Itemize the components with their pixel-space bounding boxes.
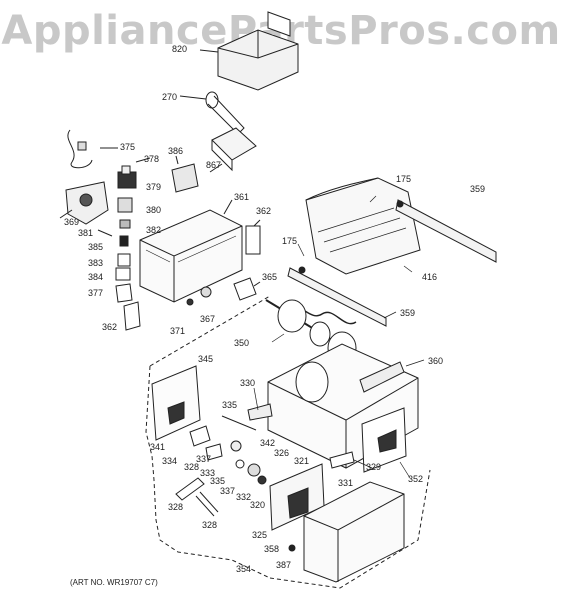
callout-342: 342 (260, 438, 275, 448)
callout-328-bottom: 328 (202, 520, 217, 530)
callout-332: 332 (236, 492, 251, 502)
callout-416: 416 (422, 272, 437, 282)
callout-820: 820 (172, 44, 187, 54)
ice-shelf (305, 177, 421, 275)
callout-345: 345 (198, 354, 213, 364)
callout-380: 380 (146, 205, 161, 215)
callout-377: 377 (88, 288, 103, 298)
callout-320: 320 (250, 500, 265, 510)
callout-321: 321 (294, 456, 309, 466)
callout-328-left: 328 (168, 502, 183, 512)
callout-330: 330 (240, 378, 255, 388)
callout-333: 333 (200, 468, 215, 478)
callout-341: 341 (150, 442, 165, 452)
callout-358: 358 (264, 544, 279, 554)
callout-362-left: 362 (102, 322, 117, 332)
callout-369: 369 (64, 217, 79, 227)
callout-365: 365 (262, 272, 277, 282)
small-parts-column (97, 197, 133, 303)
callout-335-top: 335 (222, 400, 237, 410)
callout-383: 383 (88, 258, 103, 268)
motor-housing (139, 199, 243, 303)
auger-motor (59, 181, 109, 225)
callout-331: 331 (338, 478, 353, 488)
callout-359-mid: 359 (400, 308, 415, 318)
clip-365 (233, 277, 261, 301)
plate-362-left (123, 301, 141, 331)
callout-337-top: 337 (196, 454, 211, 464)
callout-337-bottom: 337 (220, 486, 235, 496)
rails (287, 199, 497, 327)
callout-325: 325 (252, 530, 267, 540)
callout-382: 382 (146, 225, 161, 235)
callout-387: 387 (276, 560, 291, 570)
fill-tube (179, 91, 245, 135)
callout-384: 384 (88, 272, 103, 282)
solenoid (117, 157, 151, 189)
screws (186, 286, 212, 306)
callout-385: 385 (88, 242, 103, 252)
plate-362-right (245, 219, 261, 255)
callout-328-top: 328 (184, 462, 199, 472)
wire-harness (67, 129, 118, 169)
callout-354: 354 (236, 564, 251, 574)
callout-367: 367 (200, 314, 215, 324)
callout-352: 352 (408, 474, 423, 484)
callout-362-right: 362 (256, 206, 271, 216)
callout-335-bottom: 335 (210, 476, 225, 486)
arms-328 (175, 477, 219, 517)
ice-maker-assembly (199, 11, 299, 91)
callout-360: 360 (428, 356, 443, 366)
screw-358 (288, 544, 296, 552)
cover-387 (303, 481, 405, 583)
callout-375: 375 (120, 142, 135, 152)
art-number: (ART NO. WR19707 C7) (70, 578, 158, 587)
callout-329: 329 (366, 462, 381, 472)
callout-175-left: 175 (282, 236, 297, 246)
leader-lines (253, 195, 425, 479)
dispenser-outline (145, 295, 431, 589)
callout-350: 350 (234, 338, 249, 348)
callout-381: 381 (78, 228, 93, 238)
callout-334: 334 (162, 456, 177, 466)
linkage-parts (189, 403, 355, 485)
door-panel-345 (151, 365, 201, 441)
callout-361: 361 (234, 192, 249, 202)
callout-379: 379 (146, 182, 161, 192)
callout-386: 386 (168, 146, 183, 156)
callout-867: 867 (206, 160, 221, 170)
callouts: 820 270 867 386 375 378 379 380 369 381 … (64, 44, 485, 574)
callout-359-top: 359 (470, 184, 485, 194)
chute-325 (269, 463, 325, 531)
motor-386 (171, 155, 199, 193)
callout-175-top: 175 (396, 174, 411, 184)
bracket-867 (209, 127, 257, 173)
side-panel-352 (361, 407, 407, 473)
callout-378: 378 (144, 154, 159, 164)
callout-371: 371 (170, 326, 185, 336)
callout-326: 326 (274, 448, 289, 458)
callout-270: 270 (162, 92, 177, 102)
